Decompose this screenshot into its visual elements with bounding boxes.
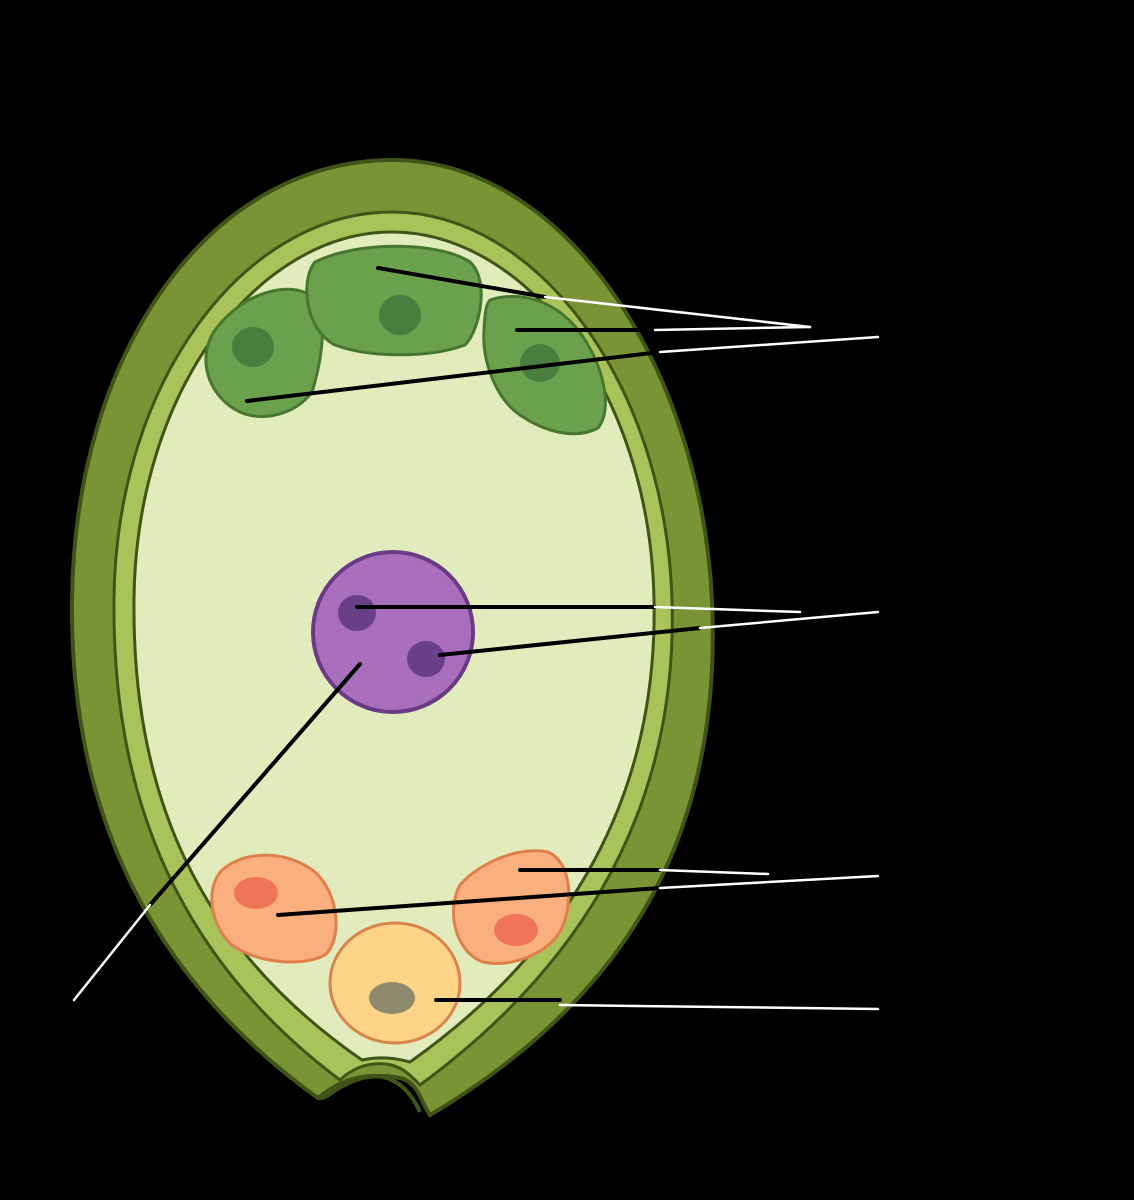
- leader-synergid-2-light: [658, 874, 880, 890]
- egg-apparatus: [210, 849, 571, 1045]
- polar-nucleus-upper: [338, 595, 376, 631]
- synergid-right: [452, 849, 571, 965]
- leader-polar-2-dark: [438, 626, 702, 657]
- leader-antipodal-1-light: [543, 295, 812, 329]
- leader-lines: [72, 266, 880, 1011]
- leader-egg-light: [558, 1003, 880, 1011]
- leader-synergid-2-dark: [276, 886, 662, 917]
- leader-synergid-1-light: [658, 868, 770, 876]
- leader-antipodal-3-dark: [245, 350, 662, 403]
- synergid-nucleus-right: [494, 914, 538, 946]
- antipodal-nucleus-left: [232, 327, 274, 367]
- antipodal-nucleus-right: [520, 344, 560, 382]
- polar-nucleus-lower: [407, 641, 445, 677]
- egg-nucleus: [369, 982, 415, 1014]
- antipodal-nucleus-top: [379, 295, 421, 335]
- leader-central-light: [72, 903, 152, 1002]
- micropyle: [316, 1073, 422, 1113]
- synergid-nucleus-left: [234, 877, 278, 909]
- leader-antipodal-2-light: [653, 325, 812, 332]
- leader-antipodal-1-dark: [376, 266, 547, 299]
- leader-antipodal-3-light: [658, 335, 880, 354]
- leader-polar-2-light: [698, 610, 880, 630]
- leader-central-dark: [148, 662, 362, 907]
- leader-polar-1-light: [653, 605, 802, 614]
